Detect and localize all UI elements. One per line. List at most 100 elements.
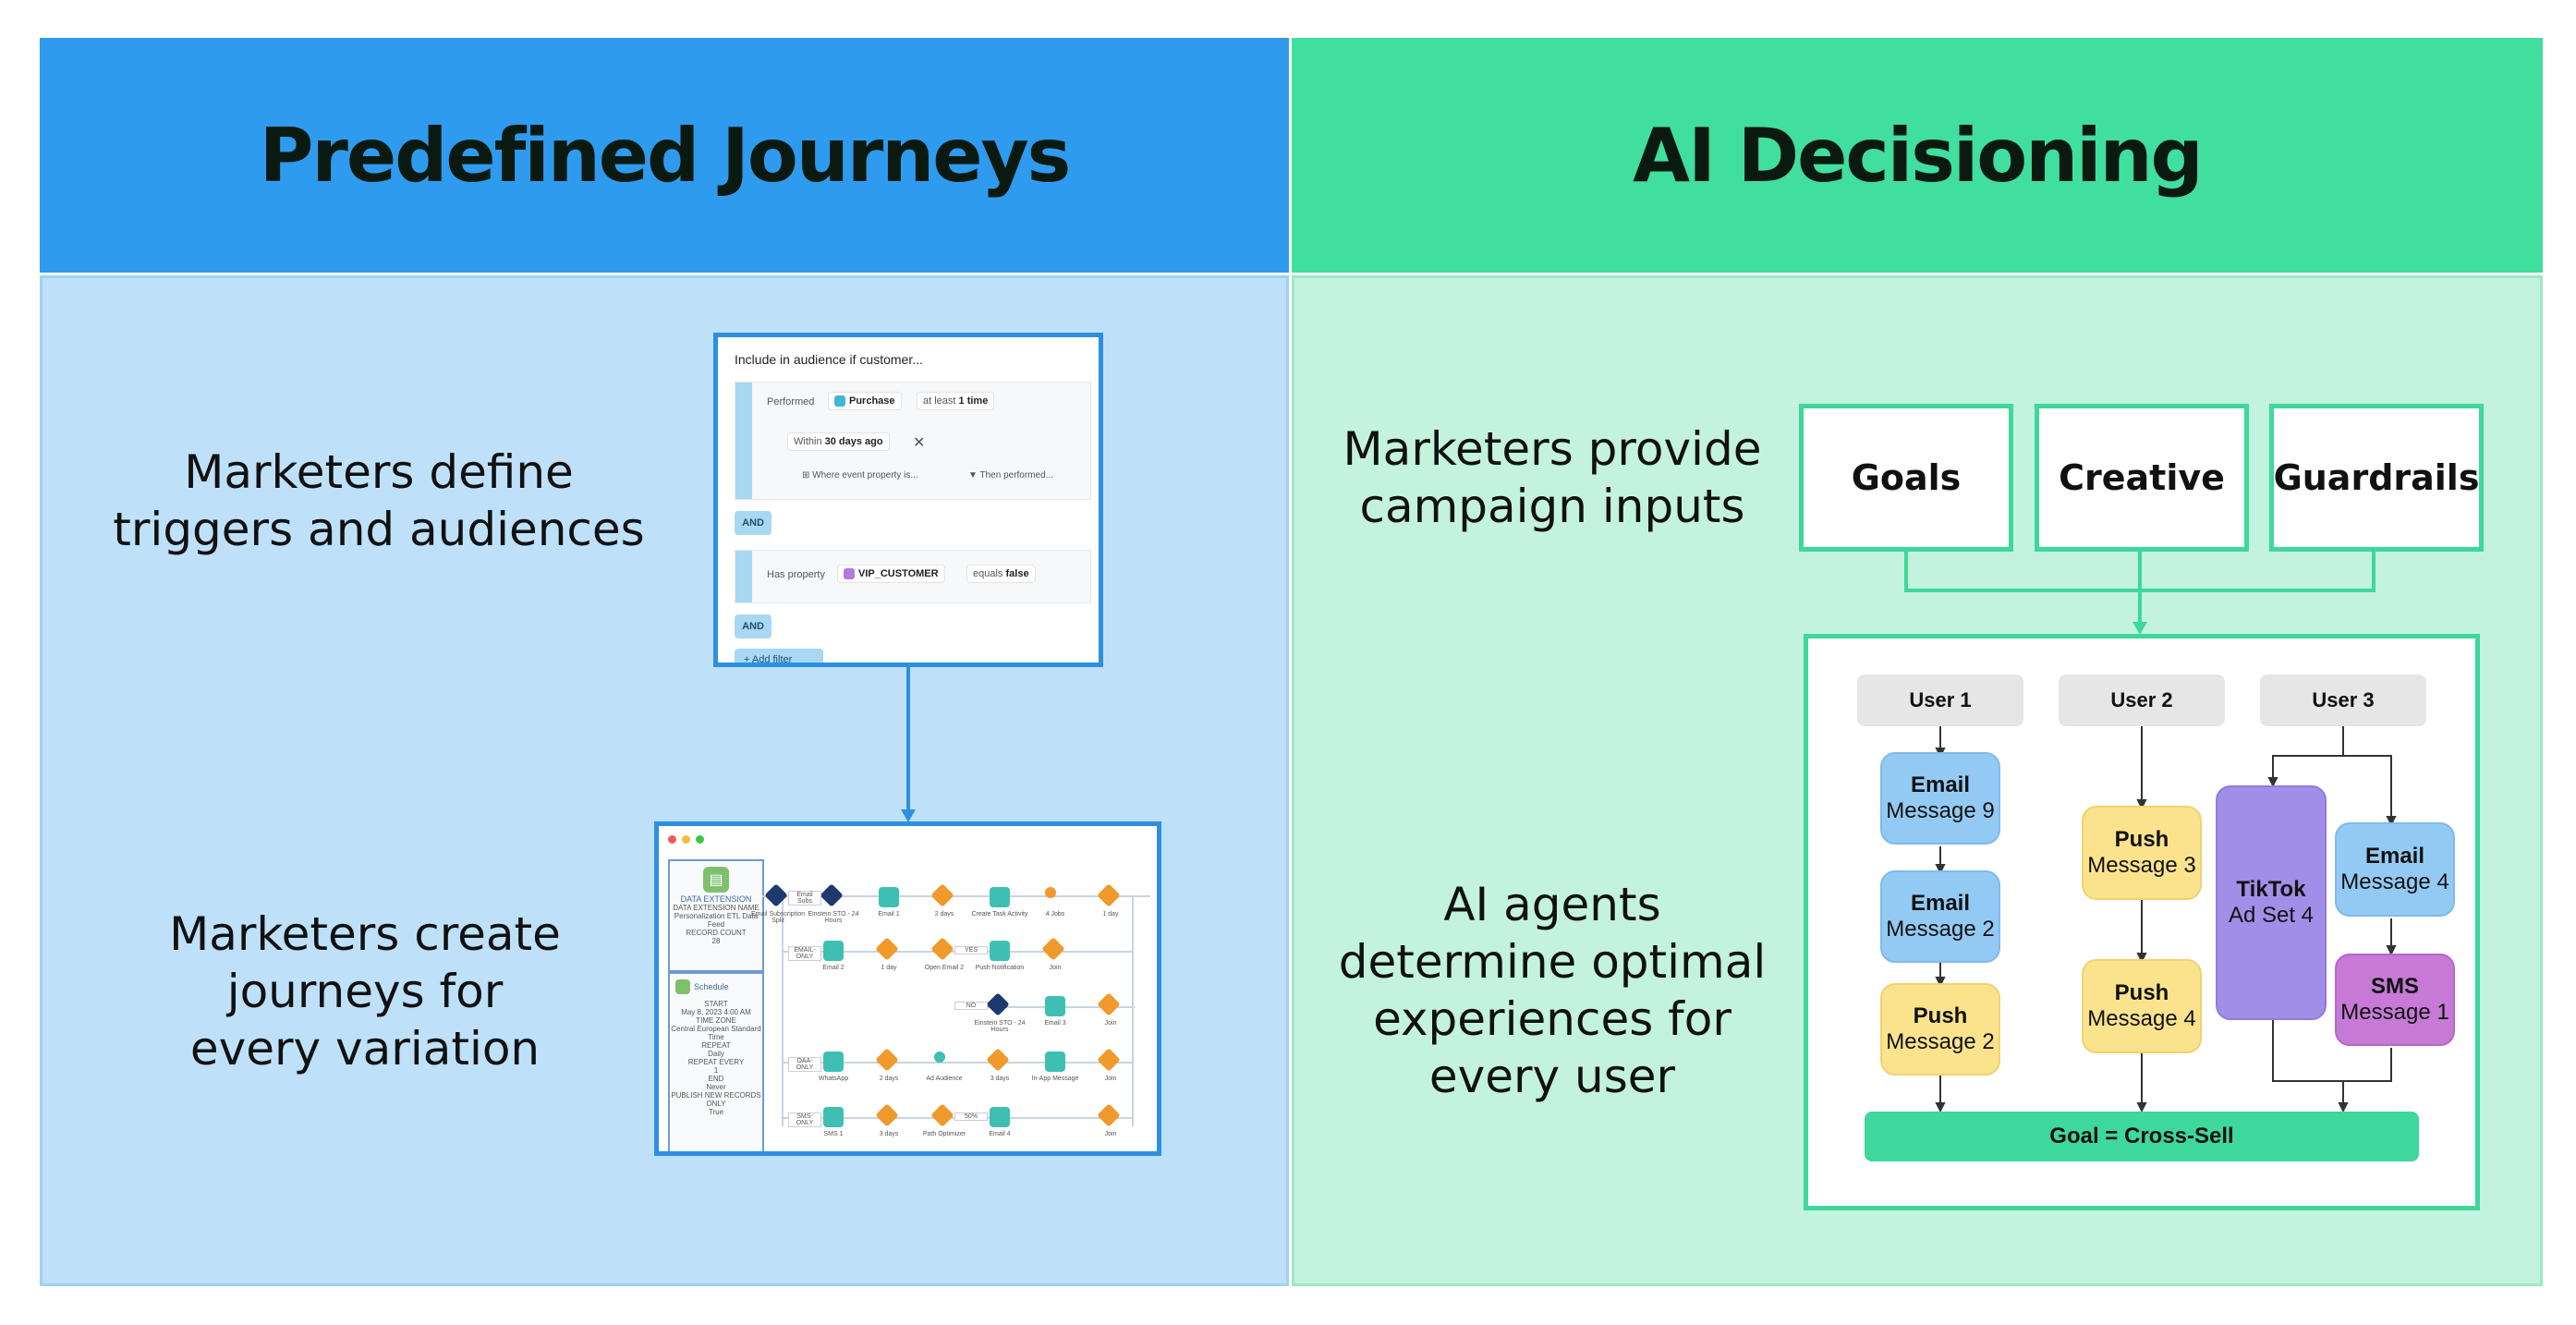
journey-node[interactable] (986, 992, 1010, 1016)
sidebar-line: REPEAT (701, 1041, 731, 1050)
user-3-label: User 3 (2260, 675, 2426, 726)
condition-bar (735, 551, 752, 602)
msg-channel: Email (1910, 891, 1971, 916)
header-predefined-journeys: Predefined Journeys (40, 38, 1289, 273)
journey-node-label: Email 2 (822, 965, 844, 971)
caption-define-triggers: Marketers define triggers and audiences (83, 444, 674, 558)
journey-node[interactable] (990, 941, 1010, 961)
inputs-merge-connector (1904, 552, 2376, 635)
close-icon[interactable]: ✕ (913, 435, 926, 451)
then-text: Then performed... (979, 470, 1053, 480)
window-close-dot[interactable] (668, 835, 676, 844)
sidebar-line: Personalization ETL Data Feed (674, 912, 759, 929)
caption-line: experiences for (1373, 992, 1732, 1046)
schedule-sidebar[interactable]: Schedule START May 8, 2023 4:00 AM TIME … (668, 972, 764, 1151)
journey-node[interactable] (875, 1103, 899, 1127)
window-minimize-dot[interactable] (682, 835, 690, 844)
journey-builder-screenshot: ▤ DATA EXTENSION DATA EXTENSION NAME Per… (654, 821, 1161, 1156)
window-maximize-dot[interactable] (696, 835, 704, 844)
journey-node[interactable] (823, 1107, 844, 1127)
header-ai-decisioning: AI Decisioning (1292, 38, 2543, 273)
sidebar-line: True (708, 1108, 724, 1116)
sidebar-line: Daily (708, 1050, 724, 1058)
sidebar-line: REPEAT EVERY (687, 1058, 745, 1066)
condition-performed: Performed Purchase at least 1 time Withi… (735, 382, 1091, 500)
journey-node-label: 3 days (990, 1076, 1010, 1082)
frequency-chip[interactable]: at least 1 time (917, 392, 995, 410)
journey-node[interactable] (1045, 1051, 1065, 1072)
add-filter-button[interactable]: + Add filter (735, 649, 823, 662)
journey-node[interactable] (1097, 1048, 1121, 1072)
journey-node-label: Einstein STO - 24 Hours (974, 1020, 1026, 1033)
sidebar-line: Central European Standard Time (671, 1025, 761, 1041)
journey-node[interactable] (990, 887, 1010, 907)
journey-node-label: Join (1049, 965, 1062, 971)
journey-node[interactable] (875, 1048, 899, 1072)
journey-node[interactable] (1097, 992, 1121, 1016)
caption-line: every variation (189, 1022, 541, 1076)
journey-node-label: 2 days (879, 1076, 899, 1082)
has-property-label: Has property (767, 569, 825, 580)
event-chip[interactable]: Purchase (828, 392, 902, 411)
msg-channel: Push (2114, 980, 2169, 1005)
caption-line: Marketers define (184, 445, 574, 499)
journey-node[interactable] (820, 883, 844, 907)
then-link[interactable]: ▼ Then performed... (968, 470, 1053, 480)
equals-label: equals (973, 568, 1003, 579)
msg-channel: SMS (2370, 974, 2419, 999)
sidebar-line: Never (706, 1083, 726, 1091)
journey-node[interactable] (930, 937, 954, 961)
journey-node[interactable] (986, 1048, 1010, 1072)
flow-line (1132, 895, 1134, 1126)
purchase-icon (834, 395, 845, 407)
condition-bar (735, 383, 752, 499)
journey-node-label: Ad Audience (926, 1076, 963, 1082)
journey-node[interactable] (764, 883, 788, 907)
journey-node[interactable] (1041, 937, 1065, 961)
within-chip[interactable]: Within 30 days ago (787, 432, 890, 451)
sidebar-line: 28 (711, 937, 721, 945)
property-name: VIP_CUSTOMER (858, 568, 939, 579)
sidebar-line: TIME ZONE (696, 1016, 736, 1025)
journey-node[interactable] (930, 1103, 954, 1127)
journey-node[interactable] (930, 883, 954, 907)
journey-node-label: 1 day (881, 965, 897, 971)
property-chip[interactable]: VIP_CUSTOMER (837, 565, 945, 584)
journey-node[interactable] (875, 937, 899, 961)
journey-node-label: 2 days (934, 911, 954, 918)
data-extension-sidebar[interactable]: ▤ DATA EXTENSION DATA EXTENSION NAME Per… (668, 859, 764, 972)
within-label: Within (794, 436, 822, 447)
journey-node[interactable] (1045, 996, 1065, 1016)
journey-node[interactable] (1045, 887, 1056, 898)
schedule-title: Schedule (694, 982, 729, 991)
where-link[interactable]: ⊞ Where event property is... (802, 470, 918, 480)
and-button[interactable]: AND (735, 614, 772, 638)
flow-line (782, 895, 784, 1126)
condition-has-property: Has property VIP_CUSTOMER equals false (735, 550, 1091, 603)
journey-node[interactable] (823, 1051, 844, 1072)
journey-node[interactable] (990, 1107, 1010, 1127)
equals-chip[interactable]: equals false (966, 565, 1036, 583)
event-name: Purchase (849, 395, 895, 407)
caption-line: journeys for (226, 965, 504, 1018)
caption-create-journeys: Marketers create journeys for every vari… (83, 906, 647, 1077)
journey-path-tag: SMS-ONLY (788, 1112, 821, 1127)
user-flow-connectors (1935, 726, 2397, 1113)
caption-line: AI agents (1443, 878, 1661, 931)
within-value: 30 days ago (824, 436, 883, 447)
msg-name: Message 4 (2087, 1006, 2196, 1031)
journey-node[interactable] (823, 941, 844, 961)
msg-name: Message 1 (2340, 1000, 2449, 1025)
journey-node[interactable] (1097, 1103, 1121, 1127)
journey-node[interactable] (1097, 883, 1121, 907)
audience-builder-screenshot: Include in audience if customer... Perfo… (713, 333, 1103, 667)
journey-node[interactable] (934, 1051, 945, 1063)
property-icon (844, 568, 855, 580)
and-button[interactable]: AND (735, 511, 772, 535)
journey-node[interactable] (879, 887, 899, 907)
input-creative: Creative (2035, 404, 2249, 552)
where-text: Where event property is... (812, 470, 918, 480)
